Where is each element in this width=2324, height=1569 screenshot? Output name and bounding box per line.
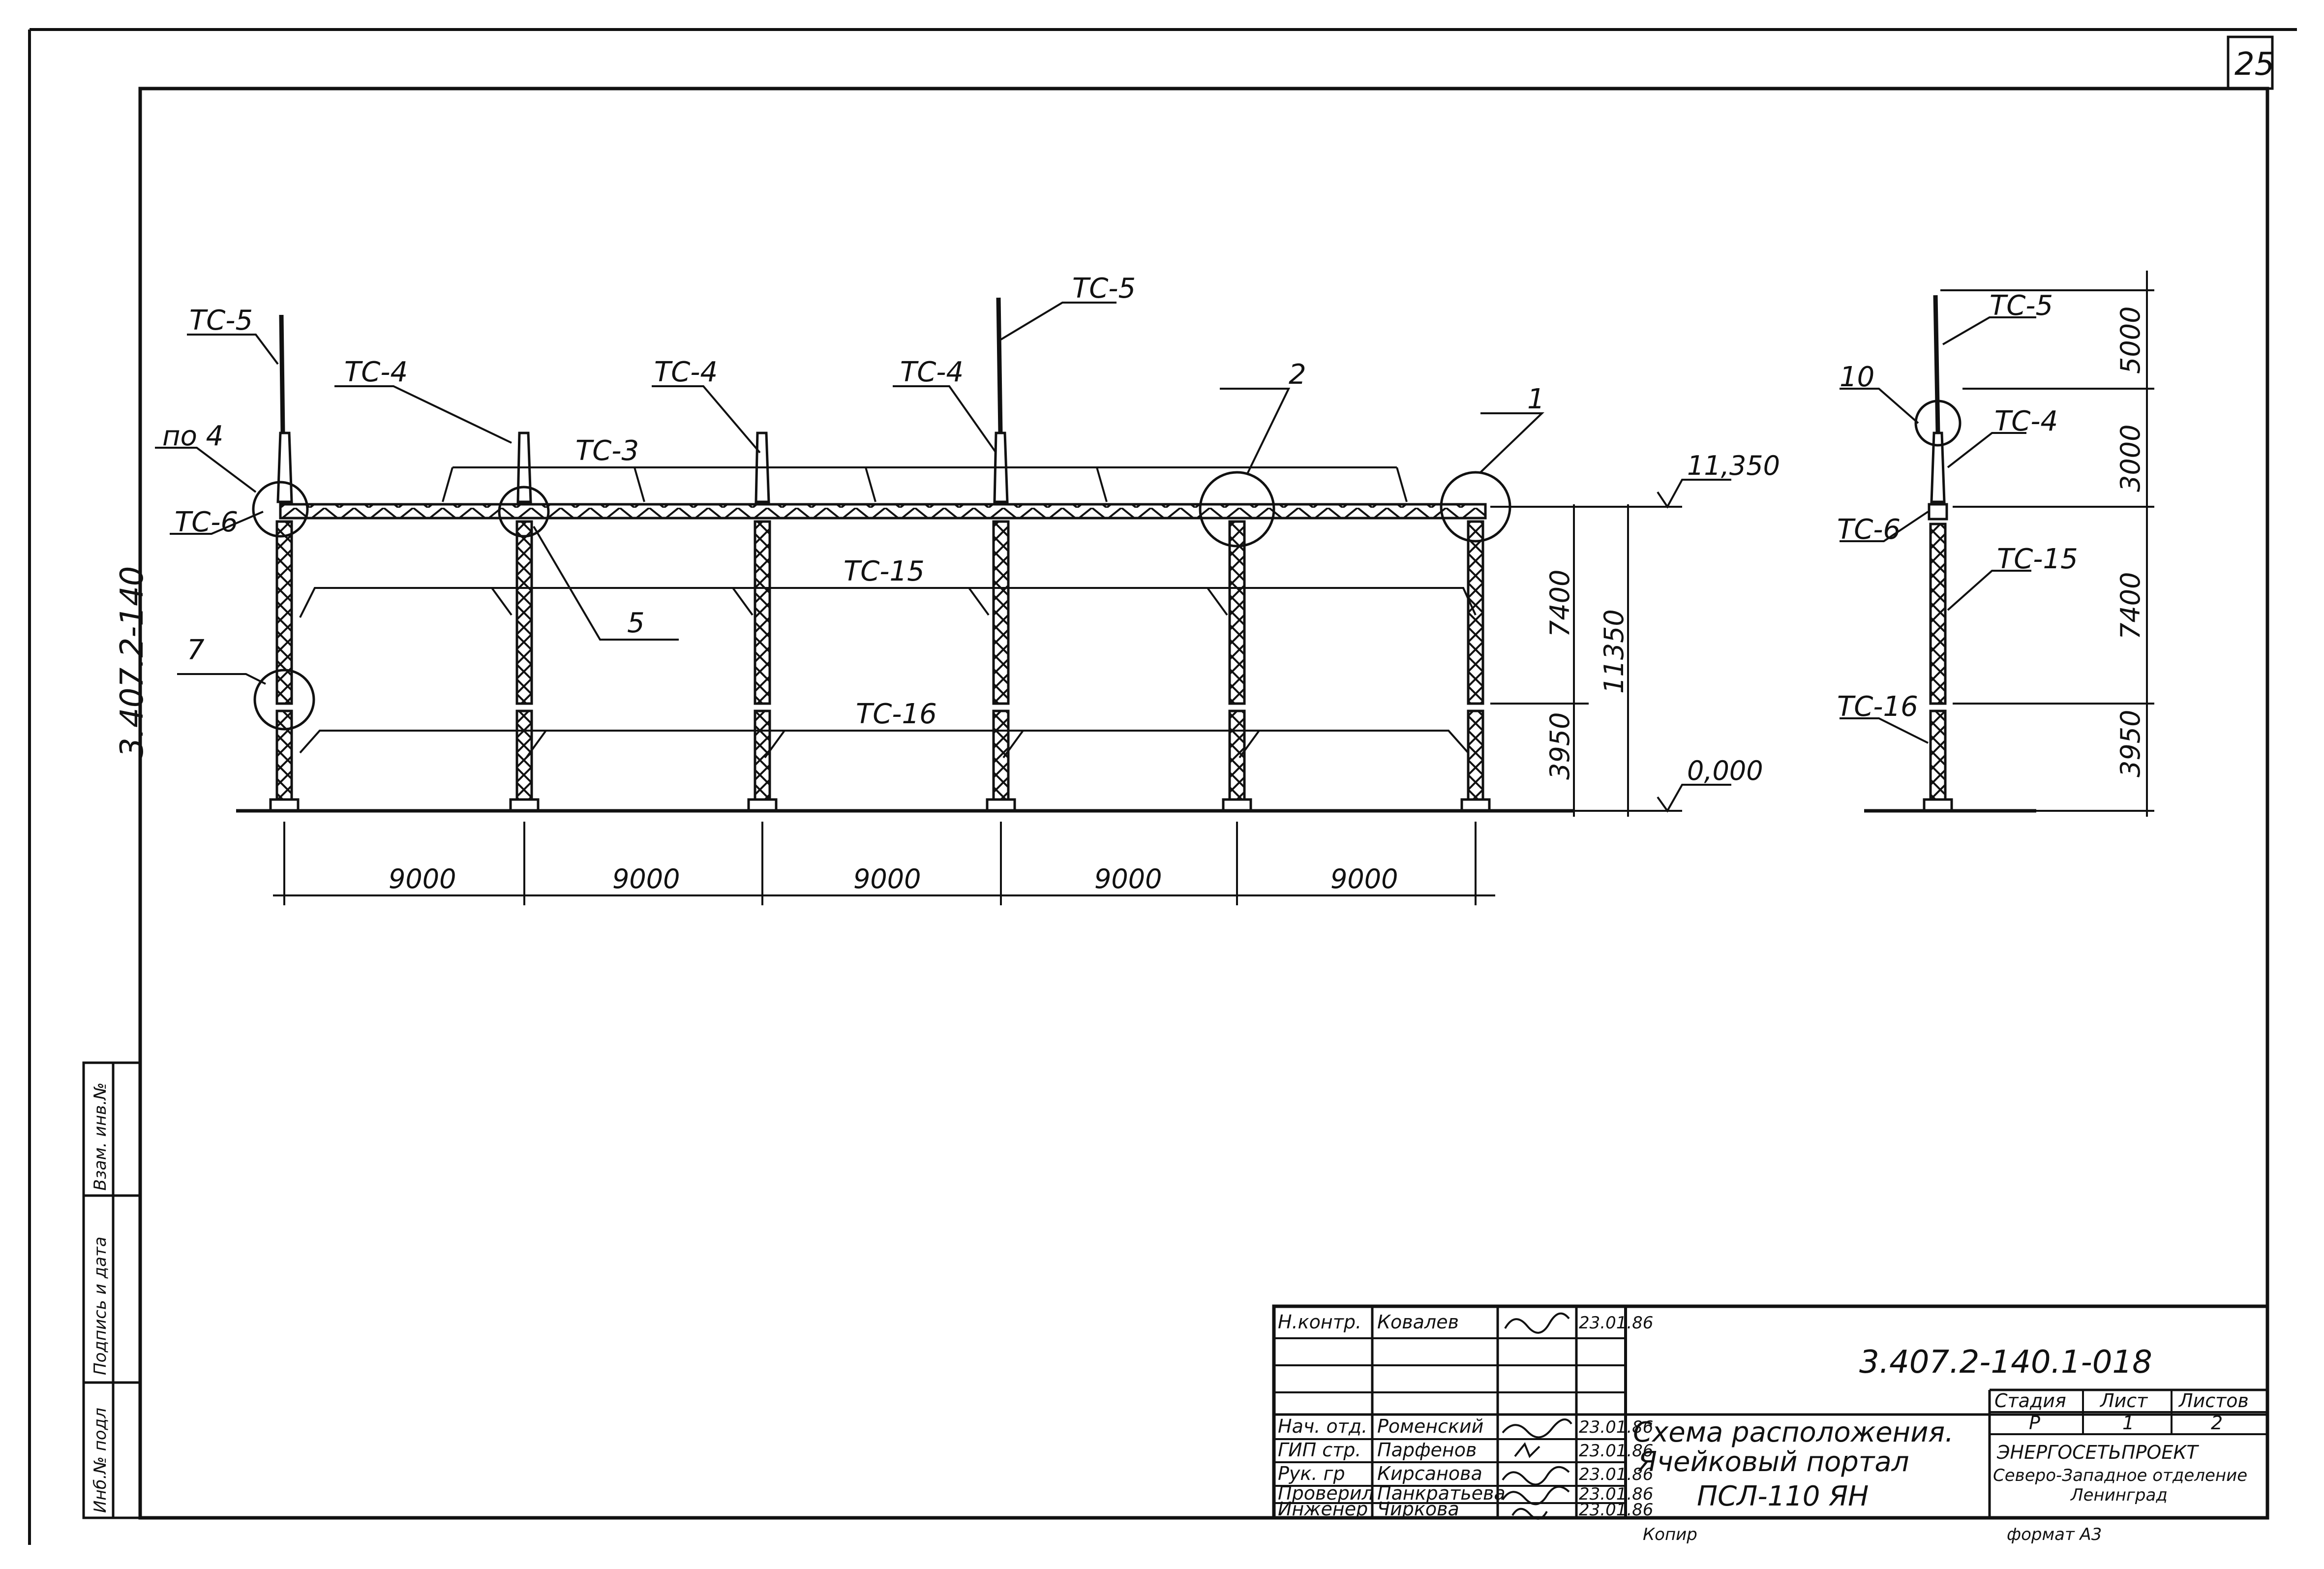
side-doc-code: 3.407.2-140 — [114, 566, 151, 758]
tb-role-3: Рук. гр — [1278, 1463, 1345, 1484]
tb-role-4: Проверил — [1278, 1482, 1374, 1504]
mark-zero: 0,000 — [1687, 755, 1763, 786]
column-6 — [1460, 520, 1491, 812]
tb-name-5: Чиркова — [1377, 1498, 1459, 1520]
label-7: 7 — [187, 634, 205, 666]
label-tc4-a: ТС-4 — [344, 356, 408, 388]
column-1 — [269, 314, 300, 812]
label-tc6: ТС-6 — [175, 506, 238, 538]
span-5: 9000 — [1330, 863, 1398, 894]
tb-role-5: Инженер — [1278, 1498, 1368, 1520]
label-tc5-left: ТС-5 — [189, 305, 253, 337]
column-3 — [747, 431, 778, 812]
label-tc5-side: ТС-5 — [1990, 290, 2053, 322]
org-branch: Северо-Западное отделение — [1993, 1466, 2247, 1485]
detail-circle-2 — [1199, 471, 1275, 548]
label-1: 1 — [1527, 383, 1545, 415]
tb-date-1: 23.01.86 — [1579, 1417, 1653, 1437]
label-tc16: ТС-16 — [856, 698, 937, 730]
tb-date-4: 23.01.86 — [1579, 1484, 1653, 1504]
tb-name-1: Роменский — [1377, 1415, 1483, 1437]
format-note: формат А3 — [2007, 1525, 2102, 1544]
tb-date-5: 23.01.86 — [1579, 1500, 1653, 1520]
tb-role-1: Нач. отд. — [1278, 1415, 1367, 1437]
column-2 — [509, 431, 540, 812]
dim-5000: 5000 — [2115, 307, 2146, 374]
tb-date-2: 23.01.86 — [1579, 1441, 1653, 1461]
label-tc5-mid: ТС-5 — [1072, 273, 1136, 305]
title-line-2: Ячейковый портал — [1637, 1446, 1909, 1478]
tb-role-2: ГИП стр. — [1278, 1439, 1361, 1461]
dim-3000: 3000 — [2115, 425, 2146, 492]
span-3: 9000 — [853, 863, 921, 894]
dim-11350: 11350 — [1599, 609, 1630, 694]
stamp-podpis: Подпись и дата — [91, 1236, 110, 1375]
title-block-frame — [1272, 1304, 2269, 1520]
label-tc16-side: ТС-16 — [1837, 691, 1918, 723]
dimension-lines — [273, 479, 1731, 905]
detail-circle-7 — [253, 669, 315, 731]
mark-top: 11,350 — [1687, 450, 1780, 481]
label-tc15: ТС-15 — [844, 555, 925, 587]
dim-3950-side: 3950 — [2115, 710, 2146, 777]
span-1: 9000 — [389, 863, 456, 894]
portal-elevation — [155, 297, 1731, 905]
dim-7400: 7400 — [1544, 570, 1575, 637]
title-line-3: ПСЛ-110 ЯН — [1697, 1480, 1869, 1512]
detail-circle-4 — [252, 481, 309, 538]
side-elevation — [1840, 271, 2154, 817]
span-4: 9000 — [1094, 863, 1162, 894]
dim-3950: 3950 — [1544, 712, 1575, 780]
title-line-1: Схема расположения. — [1633, 1416, 1954, 1448]
stamp-inv-podl: Инб.№ подл — [91, 1408, 110, 1513]
side-stamp — [82, 1061, 142, 1519]
label-tc6-side: ТС-6 — [1837, 514, 1901, 546]
tb-date-0: 23.01.86 — [1579, 1313, 1653, 1333]
sheet-number: 25 — [2234, 46, 2274, 83]
label-tc3: ТС-3 — [575, 435, 639, 467]
doc-code: 3.407.2-140.1-018 — [1859, 1344, 2152, 1381]
leader-lines — [155, 302, 1544, 759]
sheets-header: Листов — [2178, 1390, 2249, 1412]
tb-name-3: Кирсанова — [1377, 1463, 1482, 1484]
tb-name-0: Ковалев — [1377, 1311, 1459, 1333]
crossbeam-truss — [279, 503, 1487, 520]
tb-role-0: Н.контр. — [1278, 1311, 1361, 1333]
label-tc4-b: ТС-4 — [654, 356, 718, 388]
label-tc4-c: ТС-4 — [900, 356, 964, 388]
label-po4: по 4 — [162, 420, 223, 452]
label-5: 5 — [627, 607, 645, 639]
sheet-frame — [28, 28, 2297, 1545]
stamp-vzam: Взам. инв.№ — [91, 1082, 110, 1191]
detail-circle-5 — [498, 486, 550, 538]
label-2: 2 — [1289, 359, 1306, 391]
stage-header: Стадия — [1994, 1390, 2066, 1412]
tb-date-3: 23.01.86 — [1579, 1465, 1653, 1484]
dim-7400-side: 7400 — [2115, 572, 2146, 640]
org-name: ЭНЕРГОСЕТЬПРОЕКТ — [1996, 1442, 2199, 1463]
tb-name-4: Панкратьева — [1377, 1482, 1506, 1504]
signature-scribbles — [1502, 1312, 1572, 1520]
column-5 — [1222, 520, 1252, 812]
detail-circle-10 — [1914, 400, 1962, 447]
tb-name-2: Парфенов — [1377, 1439, 1477, 1461]
label-10: 10 — [1840, 361, 1874, 393]
org-city: Ленинград — [2070, 1485, 2168, 1505]
sheet-value: 1 — [2122, 1412, 2134, 1434]
label-tc15-side: ТС-15 — [1997, 543, 2078, 575]
span-2: 9000 — [612, 863, 680, 894]
copy-note: Копир — [1643, 1525, 1697, 1544]
label-tc4-side: ТС-4 — [1994, 405, 2058, 437]
stage-value: Р — [2029, 1412, 2040, 1434]
sheet-header: Лист — [2099, 1390, 2148, 1412]
sheets-value: 2 — [2211, 1412, 2223, 1434]
